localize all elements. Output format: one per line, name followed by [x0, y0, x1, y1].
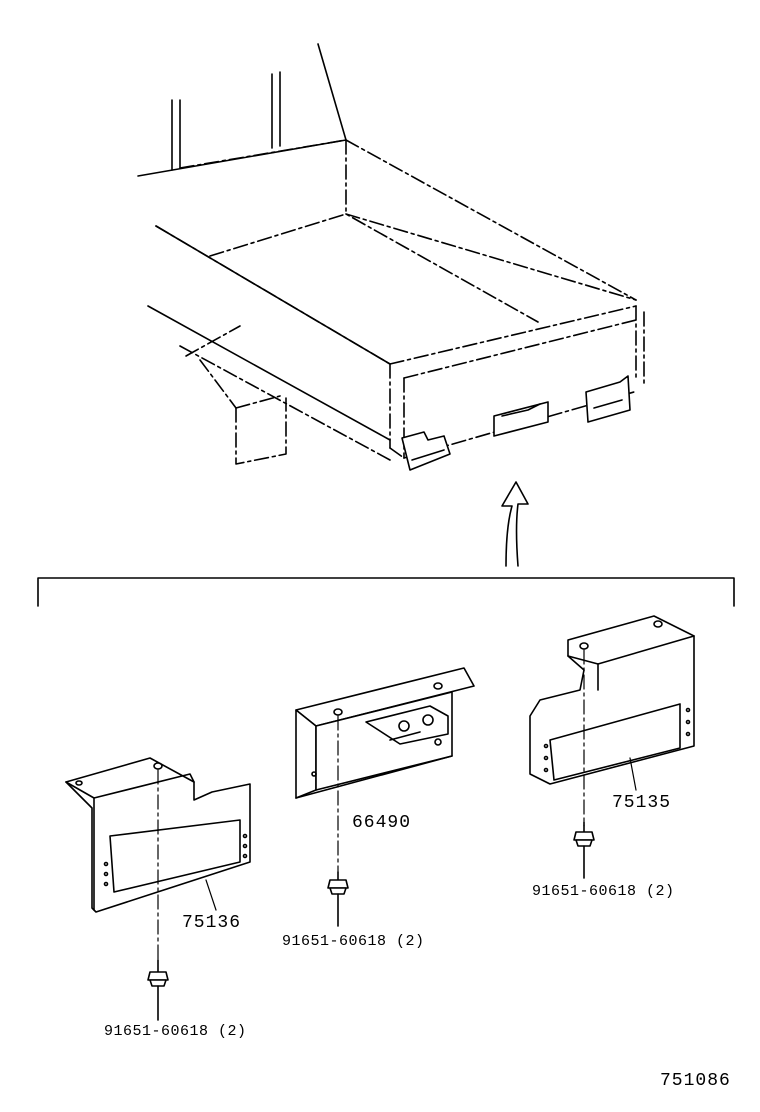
part-number-66490: 66490 [352, 813, 412, 833]
bolt-right-drawing [573, 821, 595, 879]
diagram-reference-number: 751086 [660, 1071, 731, 1091]
bracket-75135-drawing [529, 615, 695, 827]
bolt-left-drawing [147, 959, 169, 1021]
bolt-part-number-left: 91651-60618 (2) [104, 1023, 247, 1040]
part-number-75136: 75136 [182, 913, 242, 933]
bolt-center-drawing [327, 871, 349, 927]
bracket-66490-drawing [295, 667, 475, 873]
up-arrow-icon [501, 481, 529, 567]
truck-bed-illustration [137, 43, 645, 471]
group-bracket-line [37, 577, 735, 607]
bolt-part-number-right: 91651-60618 (2) [532, 883, 675, 900]
part-number-75135: 75135 [612, 793, 672, 813]
bracket-75136-drawing [65, 757, 251, 961]
bolt-part-number-center: 91651-60618 (2) [282, 933, 425, 950]
